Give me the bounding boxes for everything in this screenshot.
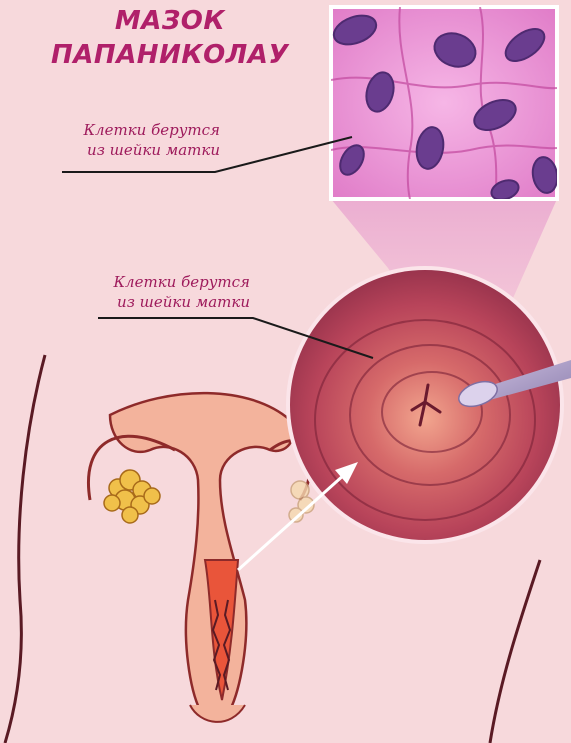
label-line-2: из шейки матки — [50, 140, 220, 160]
ovary — [289, 481, 314, 522]
cervix-closeup — [286, 266, 571, 544]
label-line-1: Клетки берутся — [50, 120, 220, 140]
label-line-2: из шейки матки — [80, 292, 250, 312]
label-line-1: Клетки берутся — [80, 272, 250, 292]
label-cells-from-cervix-middle: Клетки берутся из шейки матки — [80, 272, 250, 312]
ovary — [104, 470, 160, 523]
page-title: МАЗОК ПАПАНИКОЛАУ — [40, 4, 300, 72]
title-line-1: МАЗОК — [40, 4, 300, 38]
title-line-2: ПАПАНИКОЛАУ — [40, 38, 300, 72]
uterus-illustration — [88, 393, 314, 722]
pointer-arrow — [238, 462, 358, 570]
label-cells-from-cervix-top: Клетки берутся из шейки матки — [50, 120, 220, 160]
cell-magnification-panel — [330, 7, 560, 203]
